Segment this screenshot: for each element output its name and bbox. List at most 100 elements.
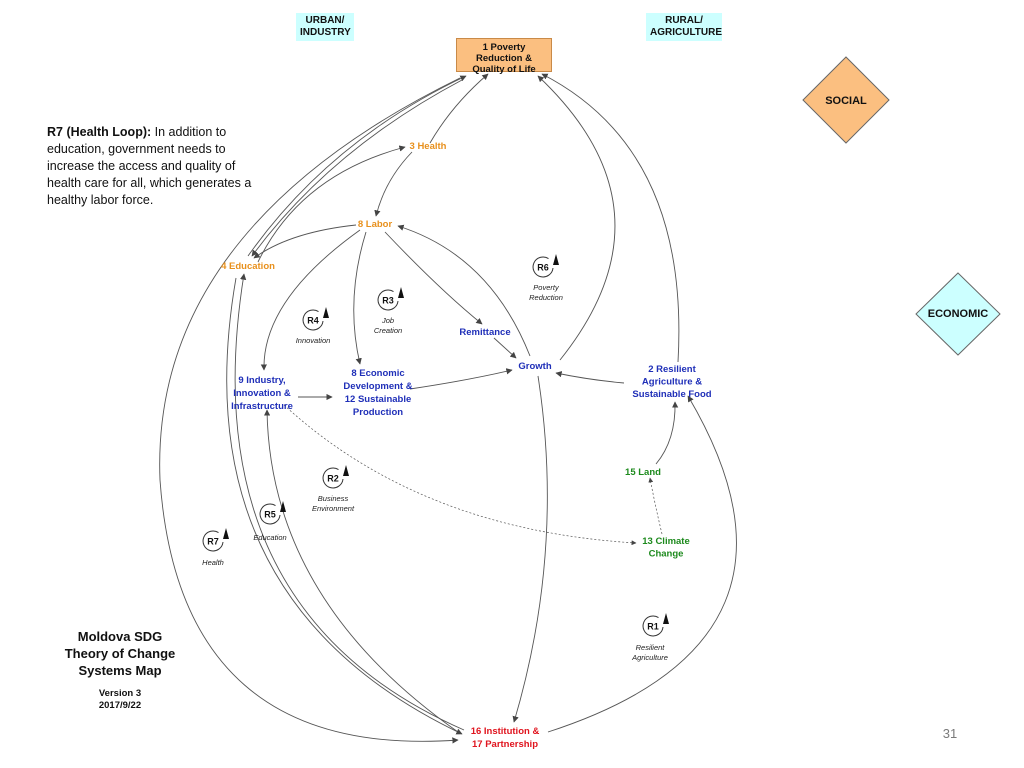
node-land: 15 Land [625, 467, 661, 478]
loop-arc [259, 503, 281, 525]
link-education-to-institution [226, 277, 463, 735]
link-climate-to-land [648, 477, 663, 535]
header-urban-industry: URBAN/INDUSTRY [296, 13, 354, 41]
link-health-to-labor [374, 151, 413, 217]
loop-id: R3 [382, 296, 394, 306]
node-institution-partnership: 16 Institution &17 Partnership [471, 726, 540, 750]
link-industry-to-climate [283, 404, 637, 546]
text-line: 17 Partnership [472, 739, 538, 750]
text-line: 9 Industry, [238, 375, 285, 386]
loop-id: R4 [307, 316, 319, 326]
loop-id: R5 [264, 510, 276, 520]
loop-arrow-icon [663, 613, 669, 624]
loop-label: Innovation [296, 336, 331, 345]
loop-label: Health [202, 558, 224, 567]
loop-id: R6 [537, 263, 549, 273]
text-line: Reduction [529, 293, 563, 302]
link-goal-to-education [251, 79, 463, 257]
loop-arrow-icon [323, 307, 329, 318]
link-growth-to-labor [397, 224, 531, 357]
loop-id: R7 [207, 537, 219, 547]
link-labor-to-industry [260, 229, 361, 371]
loop-arrow-icon [553, 254, 559, 265]
loop-label: Education [253, 533, 286, 542]
text-line: Infrastructure [231, 401, 293, 412]
text-line: 8 Economic [351, 368, 404, 379]
note-lead: R7 (Health Loop): [47, 125, 152, 139]
page-number: 31 [942, 726, 958, 741]
link-education-to-goal [247, 75, 467, 257]
loop-arc [322, 467, 344, 489]
loop-arrow-icon [280, 501, 286, 512]
text-line: Development & [343, 381, 412, 392]
link-institution-to-agriculture [547, 395, 737, 733]
health-loop-note: R7 (Health Loop): In addition to educati… [47, 124, 262, 209]
loop-arrow-icon [223, 528, 229, 539]
text-line: Poverty [533, 283, 560, 292]
text-line: Innovation & [233, 388, 291, 399]
loop-arc [532, 256, 554, 278]
link-institution-to-industry [263, 409, 459, 733]
link-labor-to-econdev [353, 231, 367, 365]
text-line: Agriculture [631, 653, 668, 662]
loop-id: R1 [647, 622, 659, 632]
link-agriculture-to-goal [541, 73, 680, 363]
node-labor: 8 Labor [358, 219, 393, 230]
link-education-to-health [257, 145, 406, 263]
economic-diamond [915, 272, 1001, 356]
text-line: Creation [374, 326, 402, 335]
link-land-to-agriculture [655, 401, 679, 465]
text-line: Resilient [636, 643, 666, 652]
text-line: Education [253, 533, 286, 542]
text-line: Change [649, 549, 684, 560]
text-line: 13 Climate [642, 536, 690, 547]
loop-arc [302, 309, 324, 331]
link-agriculture-to-growth [555, 371, 625, 384]
node-education: 4 Education [221, 261, 275, 272]
economic-label: ECONOMIC [928, 308, 989, 320]
note-body: In addition to education, government nee… [47, 125, 252, 207]
header-rural-agriculture: RURAL/AGRICULTURE [646, 13, 722, 41]
social-label: SOCIAL [825, 95, 867, 107]
text-line: Agriculture & [642, 377, 702, 388]
text-line: 2 Resilient [648, 364, 696, 375]
text-line: Sustainable Food [632, 389, 711, 400]
link-goal-to-institution [159, 77, 461, 744]
link-remittance-to-growth [493, 337, 517, 359]
node-industry: 9 Industry, Innovation & Infrastructure [231, 375, 293, 412]
social-diamond [802, 56, 890, 144]
loop-arc [642, 615, 664, 637]
text-line: 12 Sustainable [345, 394, 412, 405]
link-growth-to-institution [512, 375, 548, 723]
text-line: Health [202, 558, 224, 567]
text-line: Environment [312, 504, 355, 513]
text-line: Business [318, 494, 349, 503]
text-line: Production [353, 407, 403, 418]
loop-arc [202, 530, 224, 552]
link-econdev-to-growth [409, 368, 513, 390]
link-institution-to-education [234, 273, 465, 731]
loop-arc [377, 289, 399, 311]
link-labor-to-remittance [384, 231, 483, 325]
node-remittance: Remittance [459, 327, 510, 338]
link-health-to-goal [429, 73, 489, 144]
link-growth-to-goal [537, 75, 616, 361]
node-health: 3 Health [410, 141, 447, 152]
loop-arrow-icon [398, 287, 404, 298]
